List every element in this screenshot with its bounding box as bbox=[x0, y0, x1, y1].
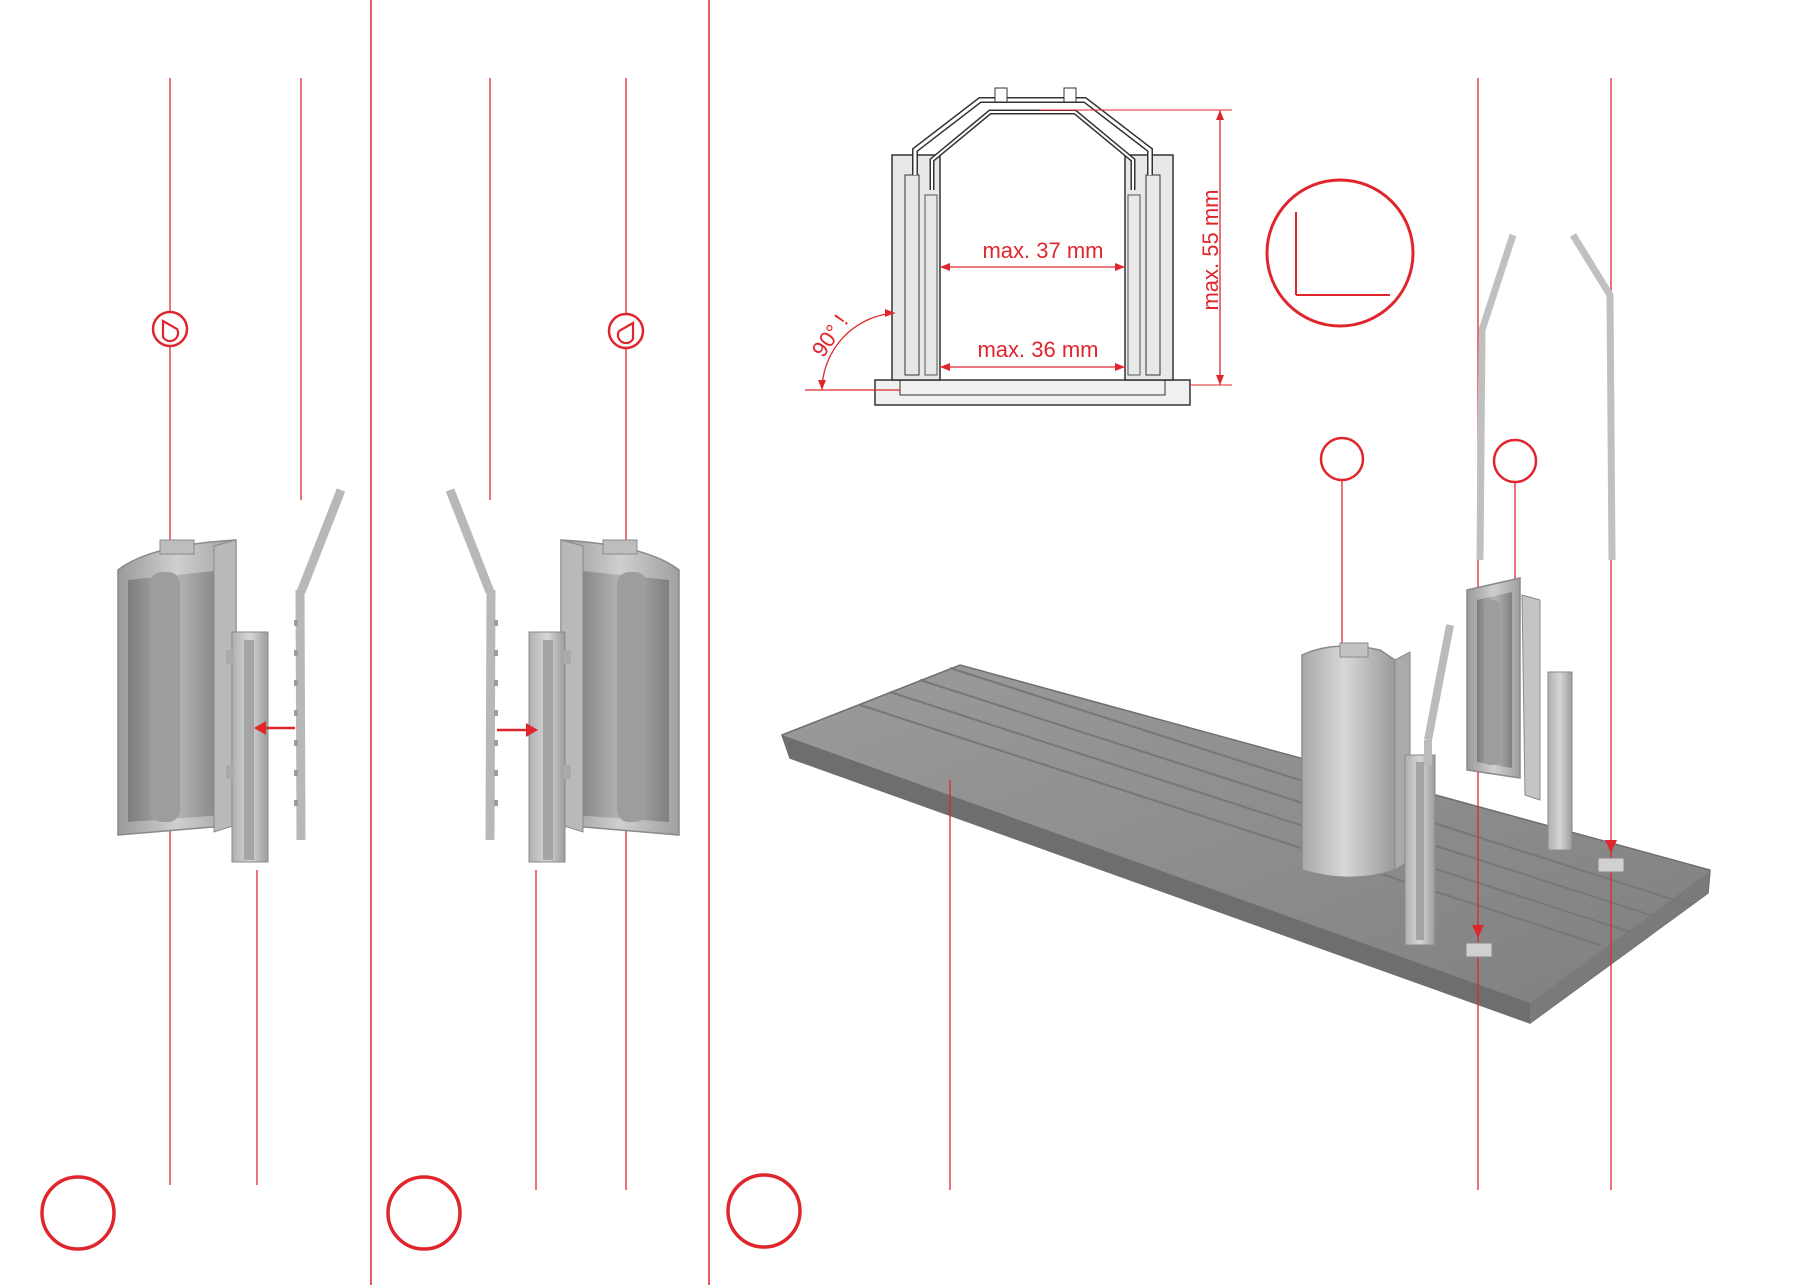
step-2-panel bbox=[388, 78, 679, 1249]
rounded-wall-part bbox=[1302, 643, 1410, 878]
step-3-panel: max. 37 mm max. 36 mm max. 55 mm 90° ! bbox=[728, 78, 1710, 1247]
glue-tube-icon bbox=[609, 314, 643, 348]
step-1-panel bbox=[42, 78, 341, 1249]
step-circle-icon bbox=[728, 1175, 800, 1247]
callout-circle-icon bbox=[1321, 438, 1363, 480]
callout-circle-icon bbox=[1494, 440, 1536, 482]
inner-width-bottom-label: max. 36 mm bbox=[977, 337, 1098, 362]
support-post-part bbox=[226, 632, 268, 862]
bracket-rod-part bbox=[294, 490, 341, 840]
bracket-rod-part bbox=[450, 490, 498, 840]
wall-panel-part bbox=[561, 540, 679, 835]
roof-bracket-part bbox=[1480, 235, 1612, 560]
inner-width-top-label: max. 37 mm bbox=[982, 238, 1103, 263]
height-label: max. 55 mm bbox=[1198, 189, 1223, 310]
step-circle-icon bbox=[388, 1177, 460, 1249]
cross-section-diagram: max. 37 mm max. 36 mm max. 55 mm 90° ! bbox=[805, 88, 1232, 405]
wall-panel-part bbox=[118, 540, 236, 835]
right-angle-icon bbox=[1267, 180, 1413, 326]
support-post-part bbox=[529, 632, 571, 862]
step-circle-icon bbox=[42, 1177, 114, 1249]
angle-label: 90° ! bbox=[807, 310, 854, 362]
glue-tube-icon bbox=[153, 312, 187, 346]
